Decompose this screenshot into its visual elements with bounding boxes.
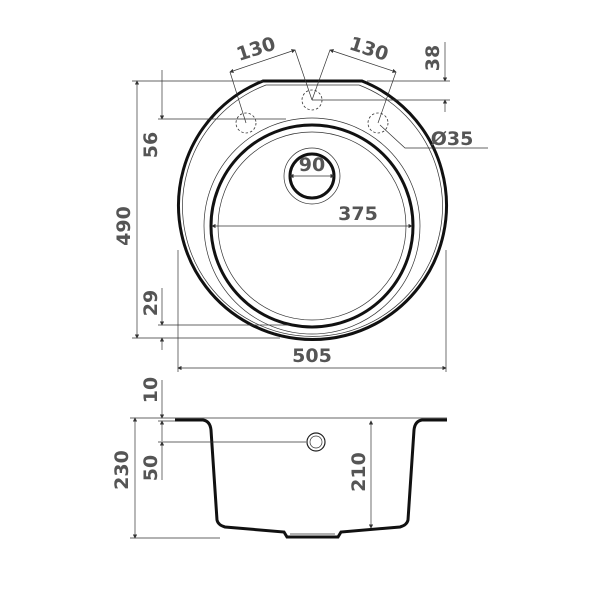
- dim-rim-to-holes: 56: [140, 132, 162, 158]
- drain-ring: [283, 147, 341, 205]
- dim-hole-spacing-right: 130: [347, 33, 392, 66]
- dim-rim-thickness: 10: [140, 377, 162, 403]
- bowl-edge: [209, 123, 415, 329]
- sink-profile: [175, 418, 447, 539]
- dim-hole-offset-top: 38: [422, 45, 444, 71]
- side-dimension-lines: [130, 380, 374, 539]
- dim-total-height: 230: [111, 450, 133, 490]
- dim-overall-depth: 490: [113, 206, 135, 246]
- sink-outline-outer: [177, 79, 448, 341]
- dim-front-rim: 29: [140, 290, 162, 316]
- top-view: 130 130 38 Ø35 490 56 90 375 29 505: [113, 33, 488, 372]
- sink-outline-inner: [182, 84, 443, 337]
- tap-hole-right: [367, 112, 389, 134]
- dim-hole-diameter: Ø35: [431, 128, 474, 150]
- overflow-hole: [306, 432, 326, 452]
- dim-bowl-diameter: 375: [338, 203, 378, 225]
- side-view: 10 50 230 210: [111, 377, 447, 539]
- tap-hole-left: [235, 112, 257, 134]
- bowl-ring-outer: [203, 117, 421, 335]
- dim-drain-diameter: 90: [299, 154, 325, 176]
- dim-hole-spacing-left: 130: [234, 33, 279, 66]
- dim-bowl-depth: 210: [348, 452, 370, 492]
- dim-overflow-height: 50: [140, 455, 162, 481]
- dimension-lines: [132, 42, 488, 372]
- dim-overall-width: 505: [292, 345, 332, 367]
